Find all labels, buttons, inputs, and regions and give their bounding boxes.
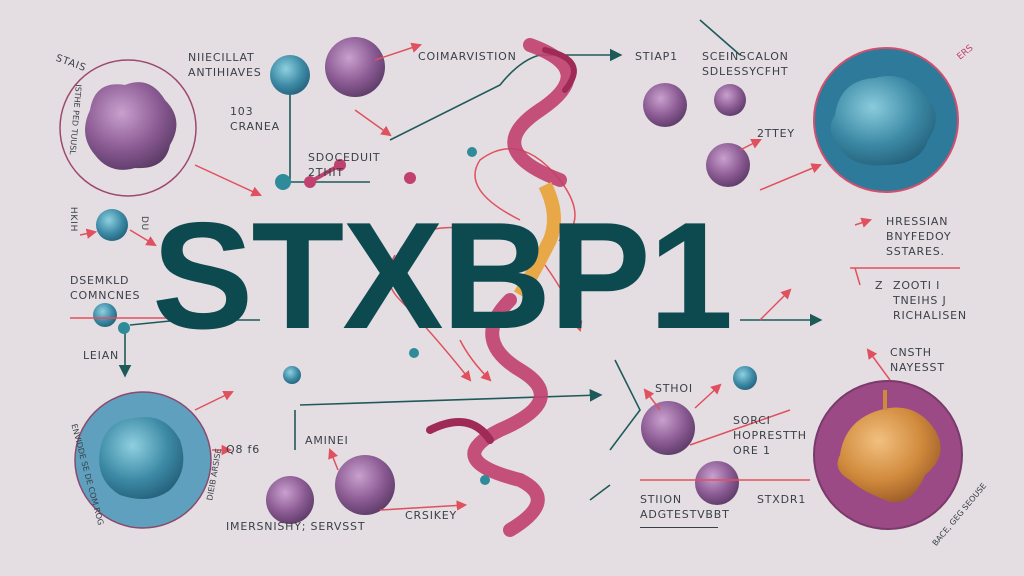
top-right-corner-label: ERS (956, 43, 976, 62)
label-cranea: 103 CRANEA (230, 105, 280, 133)
protein-circle-bottom-right (813, 380, 963, 530)
protein-circle-bottom-left (74, 391, 212, 529)
label-underline (640, 527, 718, 528)
small-proteins (93, 37, 757, 524)
label-hkih: HKIH (68, 206, 79, 233)
label-aminei: AMINEI (305, 434, 349, 447)
label-ztey: 2TTEY (757, 127, 795, 140)
label-nitecillat: NIIECILLAT ANTIHIAVES (188, 51, 262, 79)
label-leian: LEIAN (83, 349, 120, 362)
protein-helix (426, 38, 577, 537)
label-sthoi: STHOI (655, 382, 693, 395)
protein-circle-top-right (813, 47, 959, 193)
label-comarvistion: COIMARVISTION (418, 50, 517, 63)
ball-stick-molecules (118, 147, 490, 485)
label-dsemkld: DSEMKLD COMNCNES (70, 274, 141, 302)
orange-helix-segment (513, 181, 561, 299)
label-crsikey: CRSIKEY (405, 509, 458, 522)
label-sceinscalon: SCEINSCALON SDLESSYCFHT (702, 50, 789, 78)
label-sdoceduit: SDOCEDUIT 2THIT (308, 151, 381, 179)
main-title: STXBP1 (152, 191, 733, 361)
label-sorci: SORCI HOPRESTTH ORE 1 (733, 414, 807, 457)
label-z: Z (875, 279, 884, 292)
label-du: DU (139, 215, 150, 232)
label-imersnishy: IMERSNISHY; SERVSST (226, 520, 366, 533)
label-stiion: STIION ADGTESTVBBT (640, 493, 730, 521)
label-zooti: ZOOTI I TNEIHS J RICHALISEN (893, 279, 967, 322)
label-q8f6: Q8 f6 (226, 443, 261, 456)
label-stiap1: STIAP1 (635, 50, 678, 63)
label-hressian: HRESSIAN BNYFEDOY SSTARES. (886, 215, 952, 258)
protein-circle-top-left (59, 59, 197, 197)
label-stxdr1: STXDR1 (757, 493, 807, 506)
label-cnsth: CNSTH NAYESST (890, 346, 945, 374)
